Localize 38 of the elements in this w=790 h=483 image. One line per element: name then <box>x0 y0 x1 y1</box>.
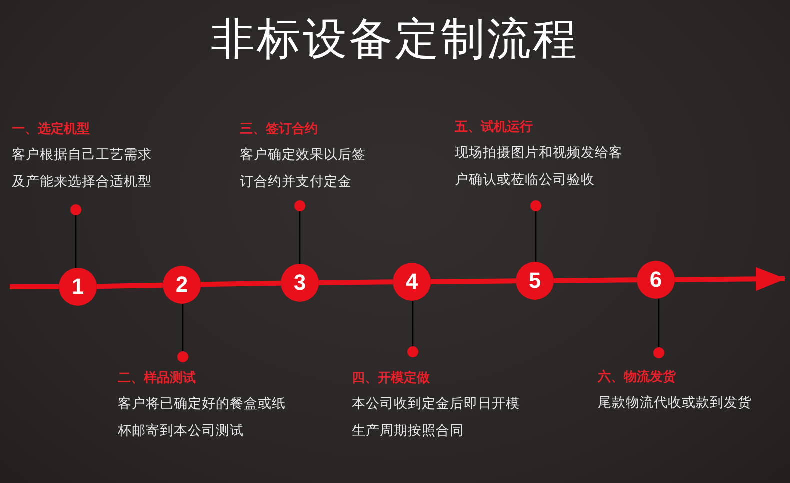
step-description: 本公司收到定金后即日开模生产周期按照合同 <box>352 395 521 441</box>
step-heading: 三、签订合约 <box>240 121 319 139</box>
step-number: 4 <box>406 269 418 295</box>
leader-line <box>530 200 542 262</box>
step-number: 3 <box>294 270 306 296</box>
step-description: 客户将已确定好的餐盒或纸杯邮寄到本公司测试 <box>118 395 287 441</box>
step-description: 客户确定效果以后签订合约并支付定金 <box>240 146 367 192</box>
step-number-circle <box>163 266 201 304</box>
step-number-circle <box>59 268 97 306</box>
leader-line <box>654 299 664 358</box>
timeline-line <box>430 278 516 284</box>
step-number-circle <box>393 263 431 301</box>
step-number: 2 <box>176 272 188 298</box>
step-heading: 二、样品测试 <box>118 370 197 388</box>
step-number-circle <box>637 261 675 299</box>
step-heading: 四、开模定做 <box>352 370 431 388</box>
step-number: 5 <box>528 268 542 294</box>
timeline-line <box>318 280 394 286</box>
step-description: 客户根据自己工艺需求及产能来选择合适机型 <box>12 146 153 192</box>
timeline-line <box>554 278 638 284</box>
timeline-line <box>10 284 59 290</box>
step-heading: 五、试机运行 <box>455 119 534 137</box>
timeline-arrow <box>674 267 786 292</box>
step-number: 1 <box>72 274 84 300</box>
step-number-circle <box>516 262 554 300</box>
leader-line <box>294 200 306 264</box>
timeline-line <box>200 280 282 288</box>
step-number: 6 <box>650 267 662 293</box>
title: 非标设备定制流程 <box>211 13 579 67</box>
step-heading: 一、选定机型 <box>12 120 91 139</box>
leader-line <box>70 204 82 268</box>
timeline-line <box>96 282 164 290</box>
step-description: 现场拍摄图片和视频发给客户确认或莅临公司验收 <box>455 144 624 190</box>
step-heading: 六、物流发货 <box>598 368 677 387</box>
leader-line <box>178 304 188 362</box>
step-description: 尾款物流代收或款到发货 <box>598 394 753 413</box>
step-number-circle <box>281 264 319 302</box>
leader-line <box>408 301 418 358</box>
